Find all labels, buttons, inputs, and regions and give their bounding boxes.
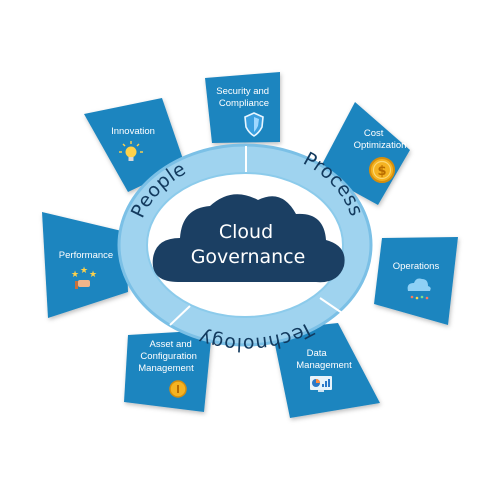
coin-icon [169, 380, 187, 398]
segment-shape [84, 98, 185, 192]
segment-operations[interactable]: Operations [374, 237, 458, 325]
segment-label: Operations [393, 261, 440, 272]
svg-text:★: ★ [80, 266, 88, 276]
svg-text:★: ★ [71, 270, 79, 280]
segment-shape [124, 330, 212, 412]
ring-divider [319, 297, 346, 316]
segment-shape [42, 212, 128, 318]
segment-asset-configuration[interactable]: Asset and Configuration Management [124, 330, 212, 412]
cloud-title-line2: Governance [191, 246, 306, 268]
cloud-icon: Cloud Governance [152, 194, 345, 283]
segment-data-management[interactable]: Data Management [272, 323, 380, 418]
ring-divider [169, 305, 191, 326]
segment-shape [272, 323, 380, 418]
segment-performance[interactable]: Performance ★ ★ ★ [42, 212, 128, 318]
cloud-rain-icon [407, 278, 431, 300]
dollar-coin-icon: $ [369, 157, 395, 183]
shield-icon [244, 112, 264, 137]
segment-label: Data Management [296, 348, 352, 371]
segments-group: Security and Compliance Cost Optimizatio… [42, 72, 458, 418]
segment-label: Innovation [111, 126, 155, 137]
segment-label: Cost Optimization [354, 128, 407, 151]
cloud-title-line1: Cloud [219, 221, 273, 243]
segment-security-compliance[interactable]: Security and Compliance [205, 72, 280, 143]
segment-label: Security and Compliance [216, 86, 271, 109]
svg-text:★: ★ [89, 270, 97, 280]
svg-text:$: $ [377, 164, 386, 179]
lightbulb-icon [119, 141, 143, 161]
cloud-shape [152, 194, 345, 283]
stars-hand-icon: ★ ★ ★ [71, 266, 97, 289]
segment-label: Asset and Configuration Management [138, 339, 199, 374]
segment-innovation[interactable]: Innovation [84, 98, 185, 192]
segment-label: Performance [59, 250, 113, 261]
chart-monitor-icon [310, 376, 332, 392]
